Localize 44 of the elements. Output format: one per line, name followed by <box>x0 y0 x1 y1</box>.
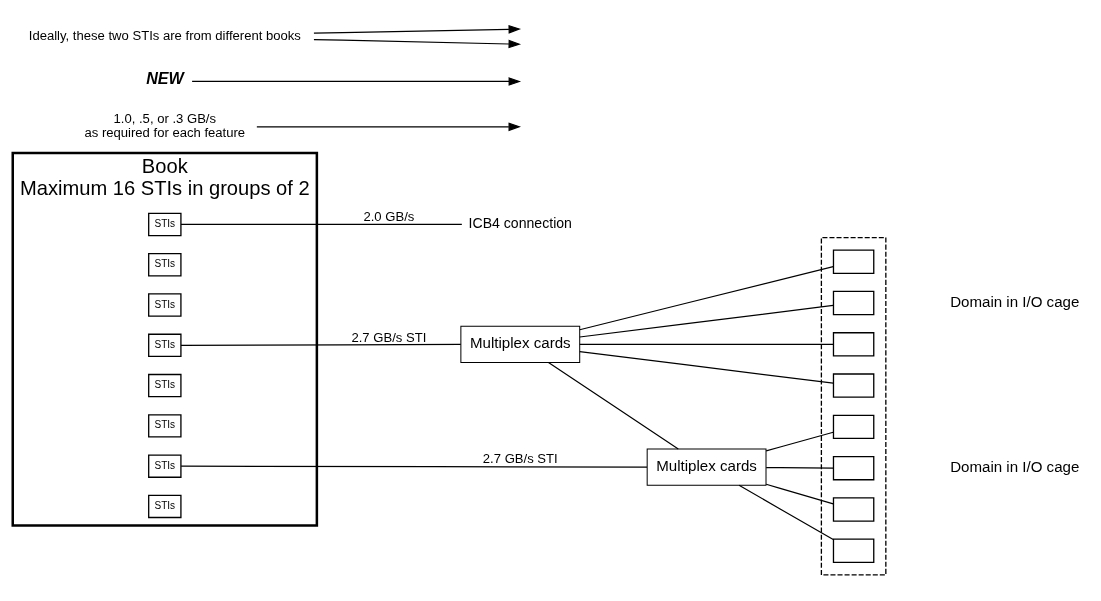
edge-label: 2.0 GB/s <box>363 208 415 224</box>
edge-label: 2.7 GB/s STI <box>482 450 558 466</box>
node-box: Multiplex cards <box>460 325 581 363</box>
connector <box>180 343 462 346</box>
node-box: STIs <box>148 454 182 478</box>
arrow <box>313 38 522 49</box>
connector <box>579 343 834 345</box>
node-box: STIs <box>148 333 182 358</box>
node-box: STIs <box>148 414 182 438</box>
arrow <box>256 122 521 132</box>
connector <box>547 361 679 450</box>
node-box <box>832 414 875 440</box>
node-box <box>832 538 875 563</box>
node-text: 1.0, .5, or .3 GB/s as required for each feature <box>84 111 246 141</box>
label: Domain in I/O cage <box>950 457 1080 475</box>
node-box: STIs <box>148 373 182 398</box>
connector <box>765 466 834 469</box>
node-box: STIs <box>148 494 182 519</box>
connector <box>738 484 834 541</box>
connector <box>180 223 463 226</box>
node-box: STIs <box>148 212 182 237</box>
cluster <box>820 236 887 576</box>
node-text: ICB4 connection <box>468 215 572 232</box>
node-box: STIs <box>148 293 182 317</box>
connector <box>180 465 648 468</box>
connector <box>579 265 834 331</box>
node-box <box>832 290 875 316</box>
edge-label: 2.7 GB/s STI <box>351 329 427 345</box>
connector <box>765 431 834 452</box>
arrow <box>313 24 522 34</box>
node-box <box>832 455 875 481</box>
node-box: STIs <box>148 253 182 277</box>
node-box <box>832 497 875 522</box>
node-box: Multiplex cards <box>646 448 767 486</box>
node-box <box>832 332 875 357</box>
node-box <box>832 373 875 398</box>
node-text: NEW <box>146 69 184 88</box>
node-text: Ideally, these two STIs are from different books <box>28 27 301 43</box>
node-box <box>832 249 875 274</box>
arrow <box>191 77 522 86</box>
connector <box>765 483 834 505</box>
connector <box>579 351 834 384</box>
connector <box>579 304 834 338</box>
label: Domain in I/O cage <box>950 292 1080 310</box>
